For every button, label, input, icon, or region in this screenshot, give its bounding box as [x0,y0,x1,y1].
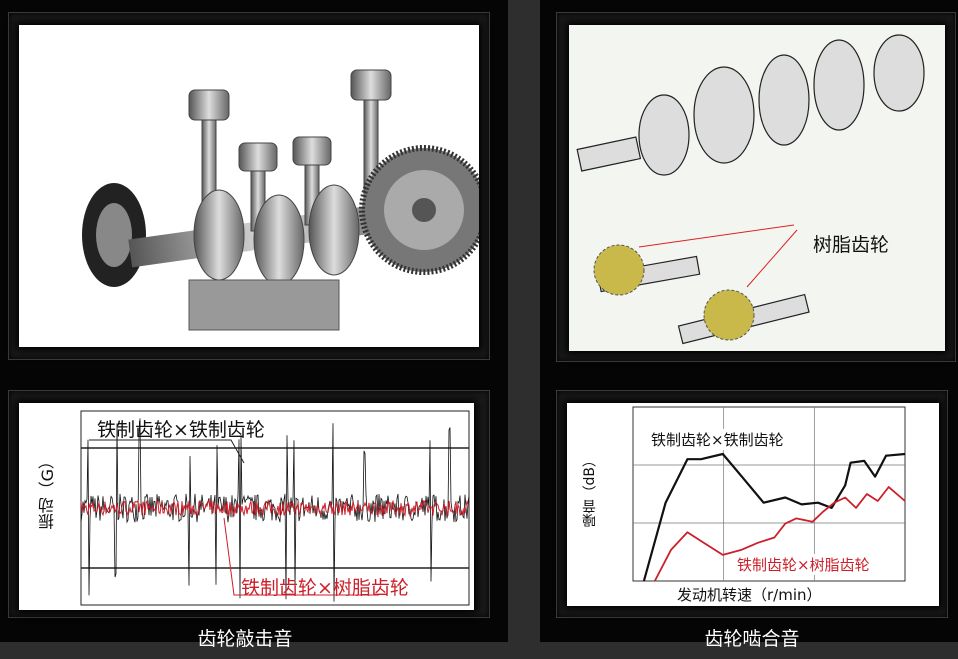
series-iron-resin [80,498,470,518]
caption-gear-knock: 齿轮敲击音 [197,628,293,650]
caption-gear-mesh: 齿轮啮合音 [704,628,800,650]
plot-frame [632,406,906,582]
resin-gear-2 [703,289,755,341]
resin-gear-1 [593,244,645,296]
x-axis-label: 发动机转速（r/min） [677,586,822,604]
leader-iron-iron [89,439,245,464]
leader-iron-resin [223,517,379,596]
crankshaft-engine-image [82,69,479,331]
series-iron-resin [654,486,906,582]
legend-iron-iron: 铁制齿轮×铁制齿轮 [97,419,265,441]
knock-chart: 振动（G） 铁制齿轮×铁制齿轮 铁制齿轮×树脂齿轮 [19,403,474,610]
resin-gear-callout: 树脂齿轮 [813,234,890,256]
mesh-chart: 噪音（dB） 铁制齿轮×铁制齿轮 铁制齿轮×树脂齿轮 发动机转速（r/min） [567,403,939,606]
knock-waveform [80,410,470,606]
engine-panel [8,12,490,360]
plot-frame [80,410,470,606]
knock-chart-panel: 振动（G） 铁制齿轮×铁制齿轮 铁制齿轮×树脂齿轮 [8,390,490,618]
oil-pump [188,279,340,331]
legend-iron-resin: 铁制齿轮×树脂齿轮 [737,554,870,575]
series-iron-iron [80,418,470,602]
legend-iron-resin: 铁制齿轮×树脂齿轮 [241,577,409,599]
camshaft-panel: 树脂齿轮 [556,12,956,362]
legend-iron-iron: 铁制齿轮×铁制齿轮 [651,429,784,450]
series-iron-iron [642,452,906,582]
camshaft-image [576,34,925,345]
engine-illustration [19,25,479,347]
camshaft-illustration: 树脂齿轮 [569,25,945,351]
mesh-chart-panel: 噪音（dB） 铁制齿轮×铁制齿轮 铁制齿轮×树脂齿轮 发动机转速（r/min） [556,390,948,618]
